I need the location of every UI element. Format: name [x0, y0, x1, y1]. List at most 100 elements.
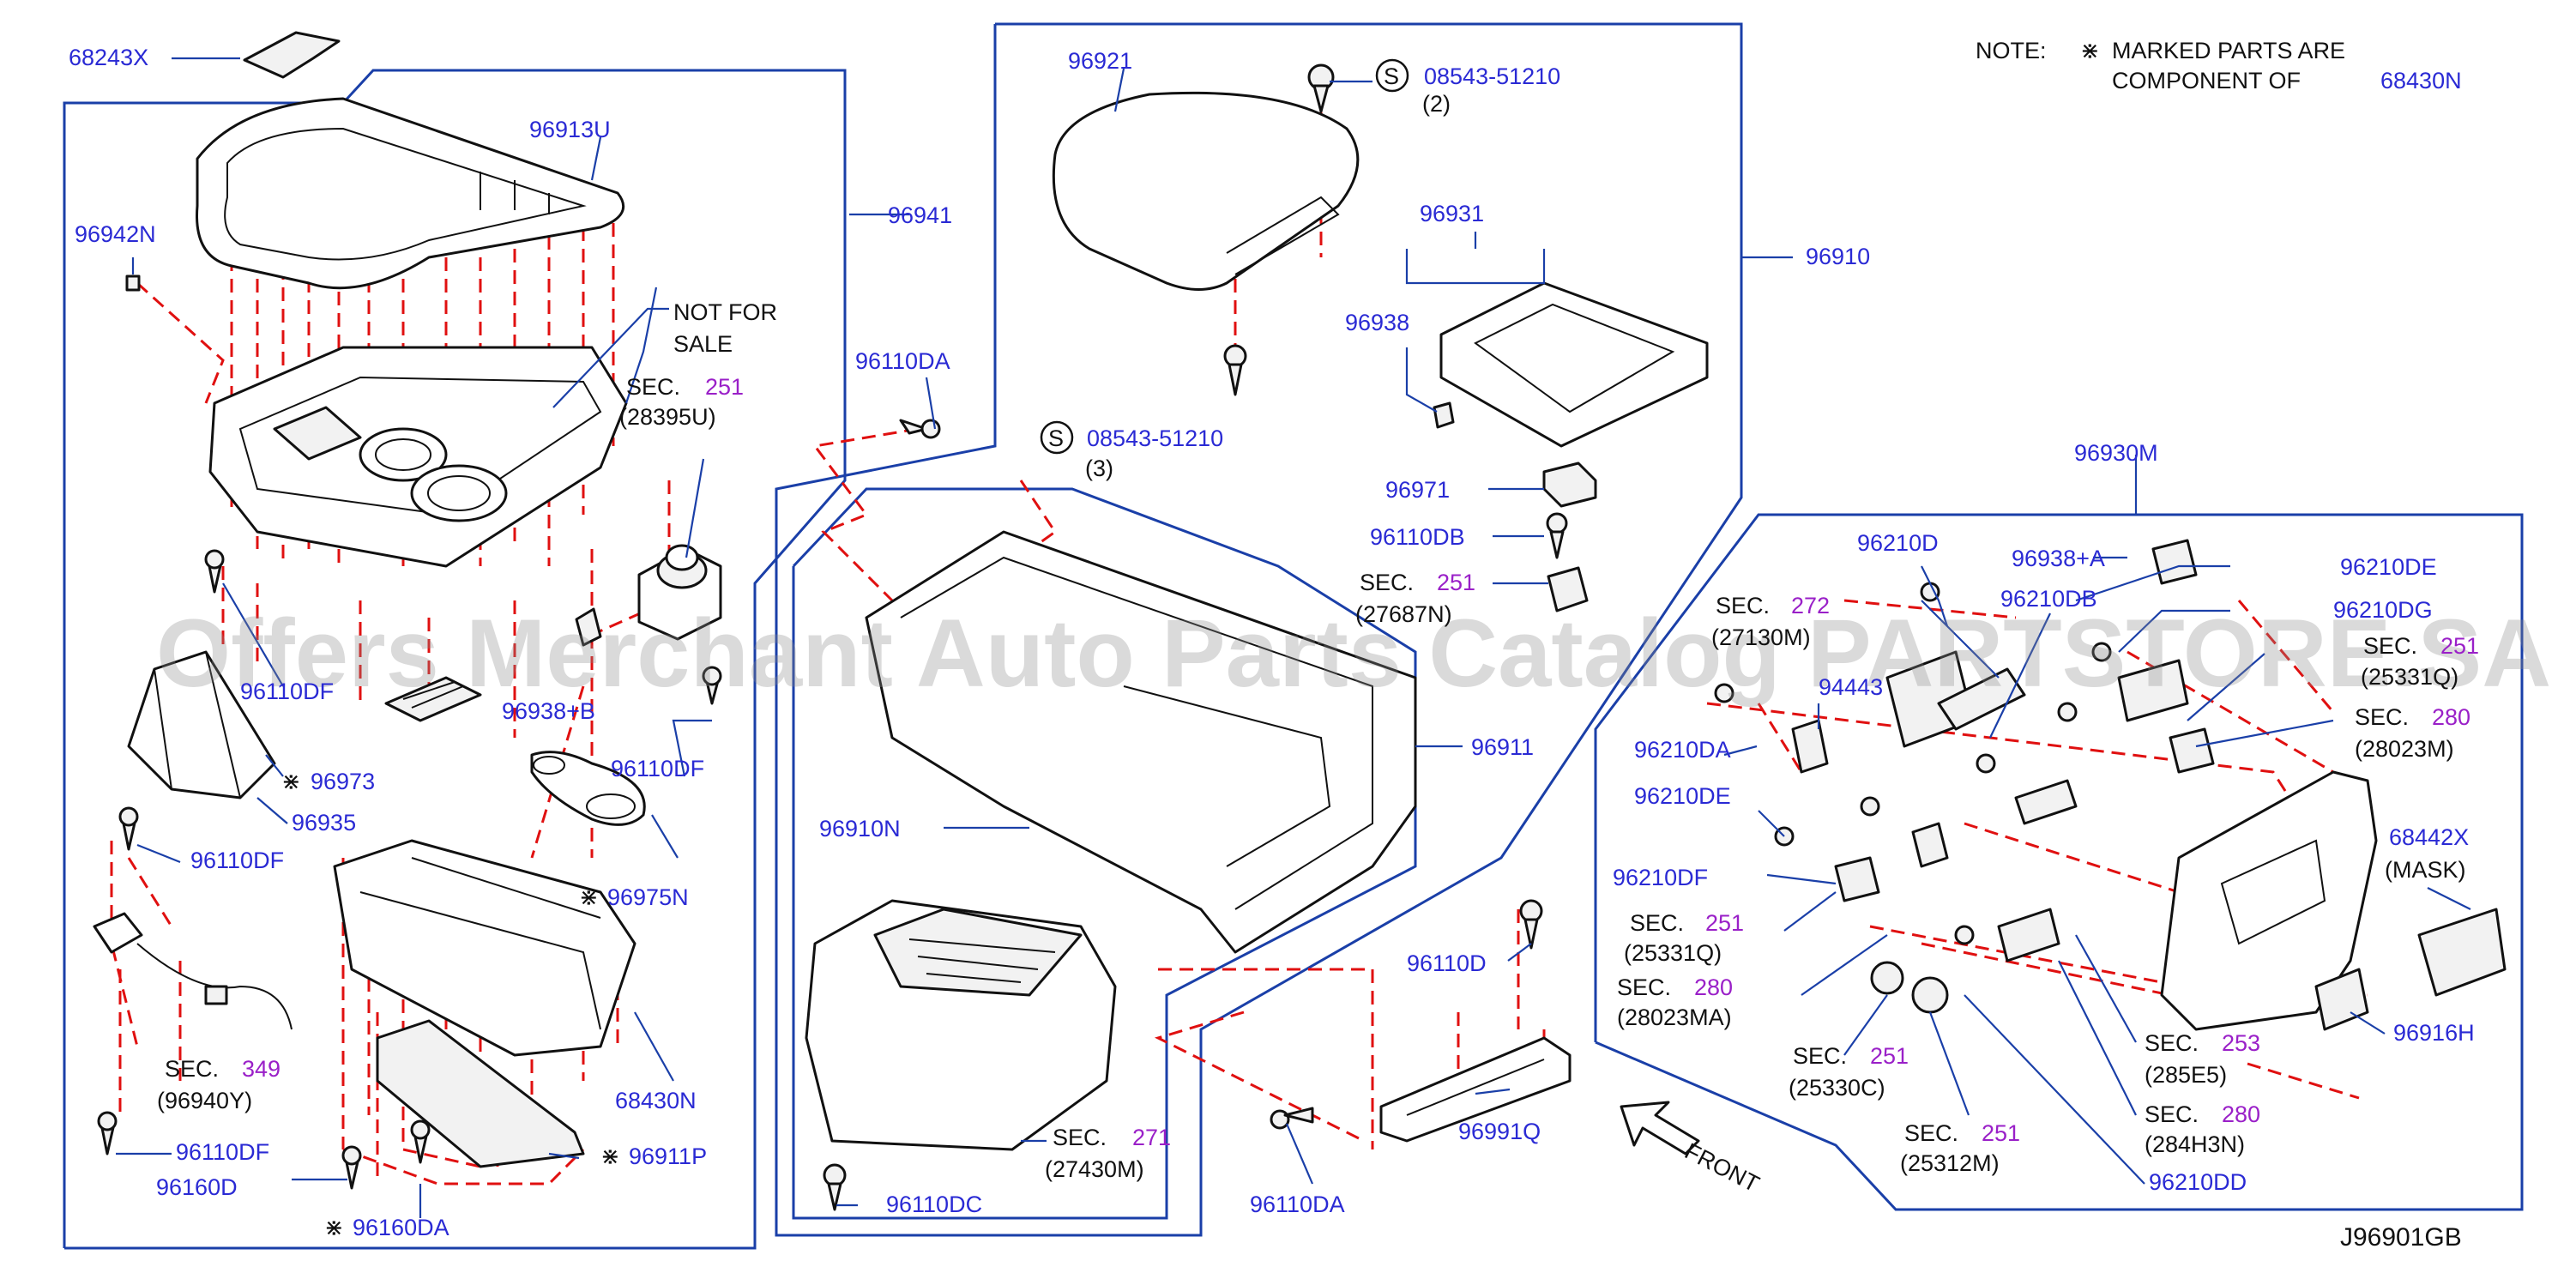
svg-text:(25330C): (25330C): [1789, 1075, 1885, 1101]
svg-text:SEC.: SEC.: [1904, 1120, 1958, 1146]
svg-text:271: 271: [1132, 1125, 1171, 1150]
label-96910: 96910: [1806, 244, 1870, 269]
label-96975N: 96975N: [607, 884, 689, 910]
not-for-sale-line2: SALE: [673, 331, 733, 357]
label-96110DC: 96110DC: [886, 1192, 982, 1217]
label-96916H: 96916H: [2393, 1020, 2475, 1046]
label-08543-51210-a: 08543-51210: [1424, 63, 1560, 89]
part-96938B-clip: [575, 607, 602, 647]
frame-96930M: [1594, 513, 2524, 1211]
label-96991Q: 96991Q: [1458, 1119, 1541, 1144]
part-68243X-clip: [243, 31, 341, 79]
sec-349-96940Y: SEC. 349 (96940Y): [157, 1056, 281, 1113]
label-94443: 94443: [1819, 674, 1883, 700]
label-96110DF-a: 96110DF: [240, 679, 334, 704]
s-glyph-icon: S: [1048, 425, 1064, 451]
label-96110DA-a: 96110DA: [855, 348, 950, 374]
svg-text:SEC.: SEC.: [165, 1056, 219, 1082]
screw-callouts: S 08543-51210 (2) S 08543-51210 (3): [1040, 58, 1560, 481]
mark-96160DA: ⋇: [324, 1215, 344, 1240]
svg-text:(25331Q): (25331Q): [1624, 940, 1722, 966]
svg-text:(25331Q): (25331Q): [2361, 664, 2458, 690]
svg-text:SEC.: SEC.: [1053, 1125, 1107, 1150]
label-96210DB: 96210DB: [2000, 586, 2097, 612]
label-96935: 96935: [292, 810, 356, 836]
note-line2: COMPONENT OF: [2112, 68, 2301, 94]
label-96913U: 96913U: [529, 117, 611, 142]
svg-text:(28395U): (28395U): [619, 404, 716, 430]
sec-280-28023M: SEC. 280 (28023M): [2355, 704, 2470, 762]
part-96971-bracket: [1542, 462, 1597, 508]
sec-271-27430M: SEC. 271 (27430M): [1045, 1125, 1171, 1182]
svg-text:SEC.: SEC.: [626, 374, 680, 400]
sec-251-25331Q-b: SEC. 251 (25331Q): [1624, 910, 1744, 966]
label-96210DG: 96210DG: [2333, 597, 2433, 623]
label-68442X: 68442X: [2389, 824, 2469, 850]
watermark-text: Offers Merchant Auto Parts Catalog PARTS…: [156, 600, 2551, 707]
label-96938B: 96938+B: [502, 698, 595, 724]
diagram-code: J96901GB: [2340, 1223, 2462, 1252]
label-96911P: 96911P: [629, 1143, 707, 1169]
svg-text:SEC.: SEC.: [1716, 593, 1770, 618]
part-96975N-seal: [530, 751, 646, 826]
part-27687N-connector: [1547, 566, 1589, 612]
label-96110DF-d: 96110DF: [176, 1139, 269, 1165]
label-96110D: 96110D: [1407, 950, 1487, 976]
label-96210D: 96210D: [1857, 530, 1939, 556]
note-block: NOTE: ⋇ MARKED PARTS ARE COMPONENT OF 68…: [1976, 38, 2462, 94]
label-96210DF: 96210DF: [1613, 865, 1708, 890]
svg-text:SEC.: SEC.: [1617, 974, 1671, 1000]
svg-text:(27687N): (27687N): [1355, 601, 1452, 627]
part-labels: 68243X 96913U 96942N 96941 96110DF 96938…: [69, 45, 2475, 1240]
not-for-sale-line1: NOT FOR: [673, 299, 777, 325]
svg-text:251: 251: [1982, 1120, 2020, 1146]
part-96910N-console-body: [865, 530, 1417, 954]
note-ref: 68430N: [2380, 68, 2462, 94]
label-96110DB: 96110DB: [1370, 524, 1465, 550]
screw-icons-left: [97, 549, 722, 1190]
svg-text:(28023MA): (28023MA): [1617, 1005, 1732, 1030]
leader-lines: [116, 57, 2471, 1218]
svg-text:253: 253: [2222, 1030, 2260, 1056]
label-96910N: 96910N: [819, 816, 901, 842]
label-96210DE-b: 96210DE: [1634, 783, 1731, 809]
label-08543-51210-b: 08543-51210: [1087, 425, 1223, 451]
label-96210DA: 96210DA: [1634, 737, 1731, 763]
label-68243X: 68243X: [69, 45, 148, 70]
mark-96911P: ⋇: [600, 1143, 620, 1169]
svg-text:280: 280: [1694, 974, 1733, 1000]
note-mark: ⋇: [2080, 38, 2100, 63]
svg-text:251: 251: [1437, 570, 1475, 595]
s-glyph-icon: S: [1384, 63, 1399, 89]
svg-text:(284H3N): (284H3N): [2145, 1131, 2245, 1157]
part-96991Q-bracket: [1379, 1036, 1572, 1143]
svg-text:SEC.: SEC.: [2355, 704, 2409, 730]
sec-280-28023MA: SEC. 280 (28023MA): [1617, 974, 1733, 1030]
svg-text:SEC.: SEC.: [1793, 1043, 1847, 1069]
frame-96941: [63, 69, 847, 1250]
svg-text:280: 280: [2432, 704, 2470, 730]
label-96921: 96921: [1068, 48, 1132, 74]
part-illustrations: [93, 31, 2507, 1211]
svg-text:251: 251: [2440, 633, 2479, 659]
front-label: FRONT: [1680, 1138, 1763, 1198]
label-96938: 96938: [1345, 310, 1409, 335]
svg-text:SEC.: SEC.: [2363, 633, 2417, 659]
svg-text:SEC.: SEC.: [2145, 1030, 2199, 1056]
label-mask: (MASK): [2385, 857, 2466, 883]
sec-251-25330C: SEC. 251 (25330C): [1789, 1043, 1909, 1101]
frame-96910: [775, 22, 1743, 1237]
label-96938A: 96938+A: [2012, 546, 2105, 571]
label-96971: 96971: [1385, 477, 1450, 503]
qty-08543-b: (3): [1085, 456, 1113, 481]
part-96913U-finisher: [196, 97, 625, 290]
sec-251-28395U: SEC. 251 (28395U): [619, 374, 744, 430]
sec-251-25331Q-a: SEC. 251 (25331Q): [2361, 633, 2479, 690]
svg-text:(28023M): (28023M): [2355, 736, 2454, 762]
label-96911: 96911: [1471, 734, 1534, 760]
sec-272-27130M: SEC. 272 (27130M): [1711, 593, 1830, 650]
part-96921-lid: [1052, 91, 1360, 291]
label-96973: 96973: [311, 769, 375, 794]
part-96931-insert: [1439, 281, 1709, 448]
sec-251-25312M: SEC. 251 (25312M): [1900, 1120, 2020, 1176]
